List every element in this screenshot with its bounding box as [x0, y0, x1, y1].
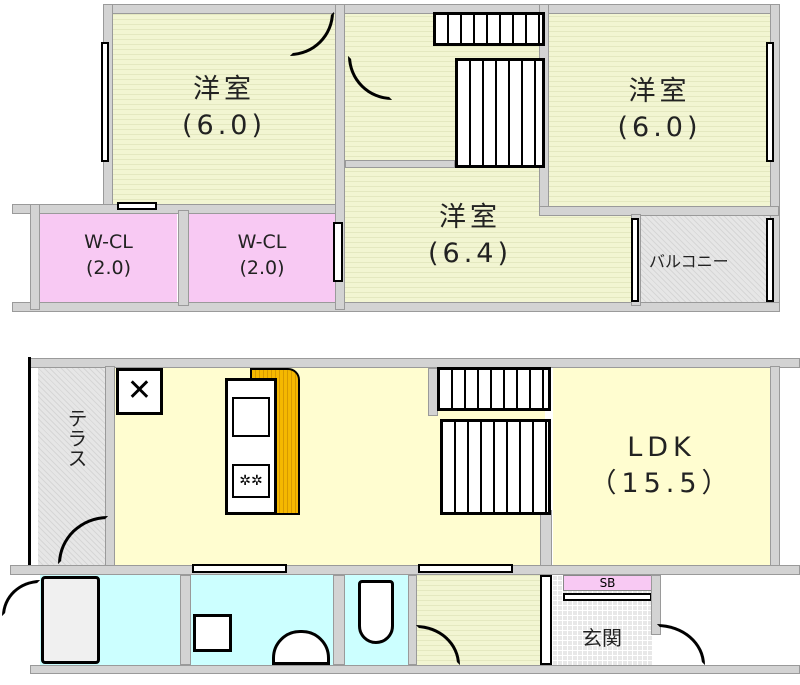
window — [101, 42, 109, 162]
balcony: バルコニー — [641, 216, 770, 302]
bath-door[interactable] — [2, 580, 40, 616]
toilet-right-wall — [408, 575, 417, 665]
lower-top-wall — [30, 358, 800, 368]
kitchen-unit: ✲✲ — [225, 378, 277, 515]
lower-mid-wall — [10, 565, 800, 575]
walk-in-closet-2: W-CL (2.0) — [189, 214, 335, 302]
closet-door[interactable] — [117, 202, 157, 210]
room-size: (6.0) — [181, 110, 266, 142]
room-name: 洋室 — [628, 76, 691, 107]
walk-in-closet-1: W-CL (2.0) — [40, 214, 177, 302]
bath-wall — [180, 575, 191, 665]
sliding-door[interactable] — [418, 564, 513, 573]
balcony-label: バルコニー — [649, 252, 729, 271]
closet-name: W-CL — [237, 231, 287, 253]
room-size: (6.0) — [617, 112, 702, 144]
balcony-top-wall — [539, 206, 779, 216]
terrace-railing — [28, 357, 31, 569]
entrance-door[interactable] — [657, 624, 705, 665]
hall-divider — [345, 160, 455, 168]
entrance-label: 玄関 — [582, 626, 622, 650]
lower-bottom-wall — [30, 665, 800, 674]
ldk-size: （15.5） — [589, 468, 734, 500]
lower-right-wall — [770, 366, 780, 566]
room-name: 洋室 — [439, 202, 501, 233]
toilet-icon — [358, 580, 394, 644]
terrace: テラス — [38, 368, 105, 565]
storage-box-icon: ✕ — [116, 368, 163, 415]
shoe-box: SB — [563, 575, 652, 591]
western-room-1: 洋室 (6.0) — [113, 14, 335, 204]
western-room-3 — [345, 216, 631, 302]
terrace-label: テラス — [64, 408, 88, 468]
upper-stairs — [455, 58, 545, 168]
stove-icon: ✲✲ — [232, 464, 270, 498]
closet-size: (2.0) — [239, 256, 285, 279]
entrance-wall — [651, 575, 661, 635]
lower-stairs-top — [437, 367, 551, 411]
closet-left-wall — [30, 204, 40, 310]
stair-wall — [540, 510, 552, 566]
room-size: (6.4) — [427, 238, 512, 270]
closet-door[interactable] — [333, 222, 343, 282]
washing-machine-icon — [193, 614, 232, 652]
closet-divider — [178, 210, 189, 306]
western-room-3-upper — [345, 166, 539, 216]
closet-name: W-CL — [84, 231, 133, 253]
sliding-door[interactable] — [192, 564, 287, 573]
shoe-box-doors[interactable] — [563, 593, 652, 601]
lower-stairs — [440, 419, 551, 515]
ldk-name: LDK — [627, 432, 696, 463]
ldk: LDK （15.5） — [553, 368, 770, 565]
room-name: 洋室 — [193, 74, 255, 105]
upper-bottom-wall — [12, 302, 780, 312]
window — [766, 42, 774, 162]
western-room-2: 洋室 (6.0) — [549, 14, 770, 206]
center-wall — [335, 4, 345, 310]
toilet-wall — [333, 575, 345, 665]
bathtub-icon — [41, 576, 100, 664]
window — [631, 218, 639, 302]
partition — [540, 575, 552, 665]
upper-stairs-top — [433, 12, 545, 46]
closet-size: (2.0) — [85, 256, 132, 279]
window — [766, 218, 774, 302]
sink-icon — [232, 397, 270, 437]
closet-top-wall — [12, 204, 342, 214]
